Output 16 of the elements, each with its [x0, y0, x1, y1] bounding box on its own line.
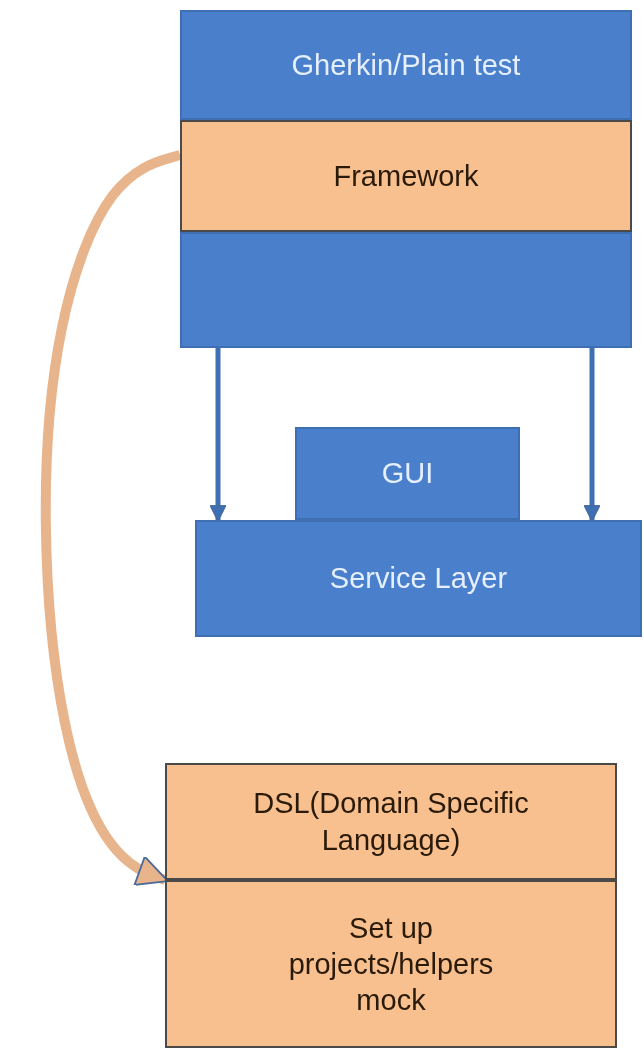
box-label: Gherkin/Plain test: [291, 47, 521, 83]
box-label: Framework: [333, 158, 479, 194]
arrow: [209, 348, 227, 523]
framework-box: [180, 120, 632, 232]
box-label: DSL(Domain Specific Language): [252, 786, 530, 858]
gui-box: [295, 427, 520, 520]
arrow: [583, 348, 601, 523]
box-label: GUI: [381, 456, 434, 492]
box-label: Service Layer: [329, 561, 508, 597]
empty-box: [180, 232, 632, 348]
header-box: [180, 10, 632, 120]
service-layer-box: [195, 520, 642, 637]
arrow: [40, 150, 182, 886]
dsl-box: [165, 763, 617, 880]
setup-box: [165, 880, 617, 1048]
box-label: Set up projects/helpers mock: [287, 910, 495, 1019]
